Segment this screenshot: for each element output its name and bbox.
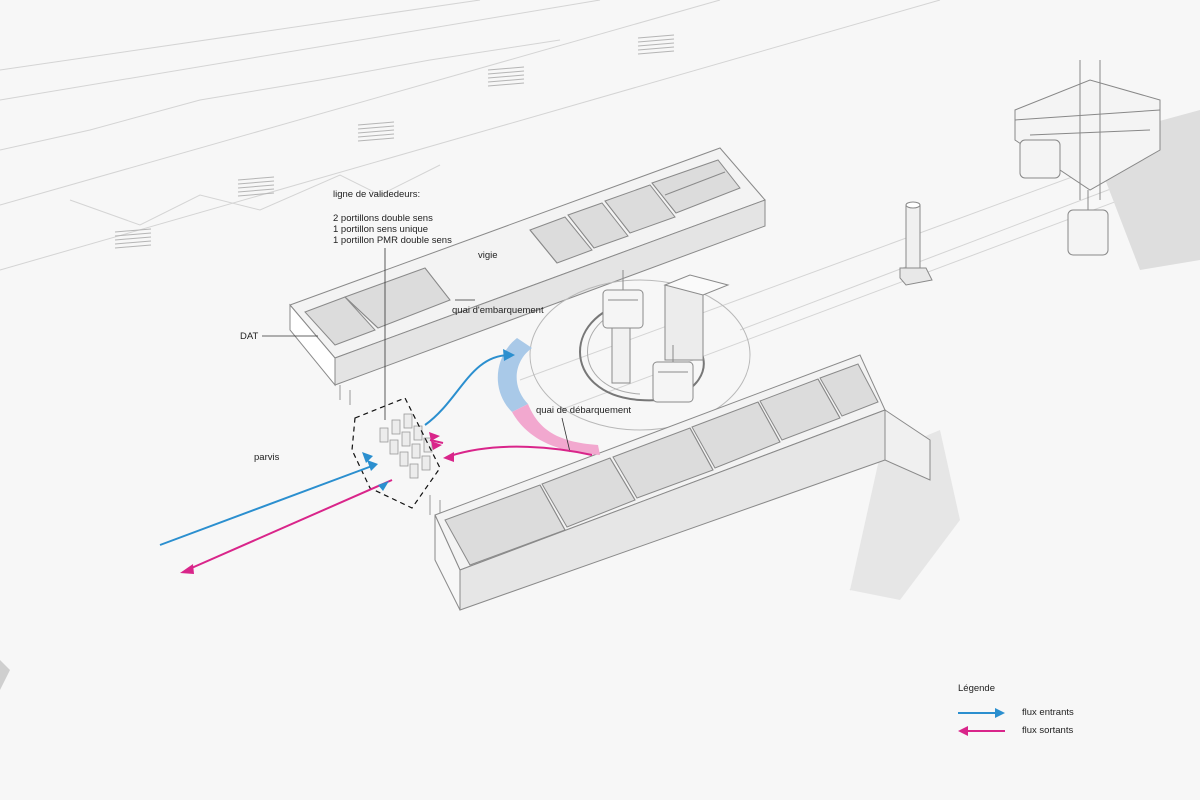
fence-posts: [339, 385, 441, 520]
incoming-flows: [159, 354, 511, 546]
legend-incoming-label: flux entrants: [1022, 707, 1074, 718]
ground-hatches: [114, 34, 675, 249]
boarding-platform-label: quai d'embarquement: [452, 305, 544, 316]
alighting-platform-label: quai de débarquement: [536, 405, 632, 416]
vigie-label: vigie: [478, 250, 498, 261]
validators-line-2: 1 portillon sens unique: [333, 224, 429, 235]
dat-label: DAT: [240, 331, 259, 342]
arrowheads: [180, 349, 515, 574]
legend-outgoing-arrowhead: [958, 726, 968, 736]
validators-title: ligne de validedeurs:: [333, 189, 421, 200]
boarding-platform: [497, 338, 532, 412]
parvis-label: parvis: [254, 452, 280, 463]
legend-title: Légende: [958, 683, 995, 694]
building-shadow-right: [850, 430, 960, 600]
legend-symbols: [958, 708, 1005, 736]
legend-outgoing-label: flux sortants: [1022, 725, 1074, 736]
cable-car-turning-station: [529, 270, 751, 431]
validators-line-1: 2 portillons double sens: [333, 213, 433, 224]
ground-lines: [0, 0, 1200, 591]
validators-line-3: 1 portillon PMR double sens: [333, 235, 452, 246]
front-building: [434, 354, 931, 611]
validator-gates: [379, 413, 433, 479]
validator-zone-outline: [351, 397, 441, 509]
left-edge-object: [0, 660, 10, 690]
outgoing-flows: [186, 439, 593, 571]
leader-lines: [262, 248, 571, 453]
legend-incoming-arrowhead: [995, 708, 1005, 718]
pylon: [899, 201, 933, 286]
cable-tower: [1014, 60, 1161, 256]
back-building: [289, 147, 766, 387]
alighting-platform: [512, 404, 600, 455]
